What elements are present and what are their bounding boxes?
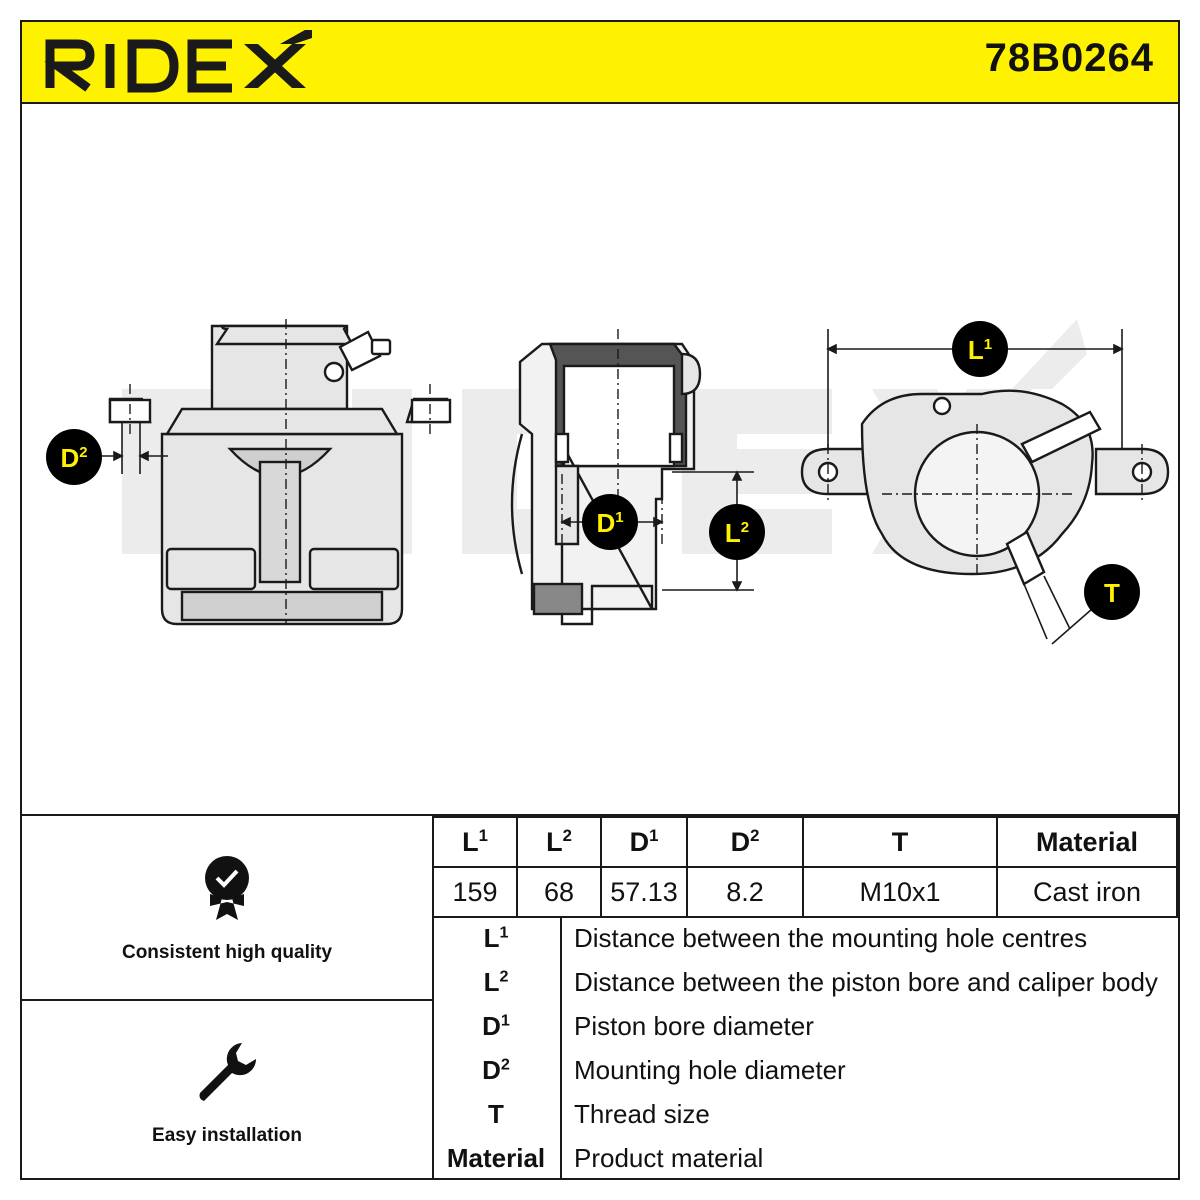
caliper-section-view <box>510 342 702 626</box>
caliper-rear-view <box>108 324 452 626</box>
spec-value-l1: 159 <box>432 866 518 918</box>
spec-value-material: Cast iron <box>996 866 1178 918</box>
legend-row: Material Product material <box>432 1136 1178 1180</box>
callout-d2: D2 <box>46 429 102 485</box>
legend-key: Material <box>432 1136 562 1180</box>
spec-value-d1: 57.13 <box>600 866 688 918</box>
callout-d1: D1 <box>582 494 638 550</box>
callout-t: T <box>1084 564 1140 620</box>
spec-header: D1 <box>600 816 688 868</box>
spec-value-l2: 68 <box>516 866 602 918</box>
legend-key: D2 <box>432 1048 562 1092</box>
info-section: Consistent high quality Easy installatio… <box>22 814 1178 1180</box>
svg-text:T: T <box>1104 578 1120 608</box>
legend-row: L2 Distance between the piston bore and … <box>432 960 1178 1004</box>
wrench-icon <box>199 1043 257 1101</box>
svg-text:L1: L1 <box>968 335 992 365</box>
spec-header: L2 <box>516 816 602 868</box>
callout-l2: L2 <box>709 504 765 560</box>
legend-row: D1 Piston bore diameter <box>432 1004 1178 1048</box>
legend-key: L2 <box>432 960 562 1004</box>
spec-value-t: M10x1 <box>802 866 998 918</box>
callout-l1: L1 <box>952 321 1008 377</box>
svg-text:D2: D2 <box>60 443 87 473</box>
technical-drawing: D2 <box>22 104 1178 814</box>
header-bar: 78B0264 <box>22 22 1178 104</box>
ridex-logo <box>44 30 312 93</box>
legend-row: T Thread size <box>432 1092 1178 1136</box>
spec-header: D2 <box>686 816 804 868</box>
legend-desc: Mounting hole diameter <box>574 1054 846 1085</box>
svg-text:L2: L2 <box>725 518 749 548</box>
feature-installation: Easy installation <box>22 1001 432 1180</box>
svg-text:D1: D1 <box>596 508 623 538</box>
legend-key: L1 <box>432 916 562 960</box>
feature-quality: Consistent high quality <box>22 816 432 999</box>
spec-header: Material <box>996 816 1178 868</box>
legend-desc: Distance between the piston bore and cal… <box>574 966 1158 997</box>
legend-key: T <box>432 1092 562 1136</box>
divider <box>22 999 432 1001</box>
legend-desc: Thread size <box>574 1098 710 1129</box>
spec-value-d2: 8.2 <box>686 866 804 918</box>
spec-table: L1 L2 D1 D2 T Material 159 68 57.13 8.2 … <box>432 816 1178 918</box>
legend-key: D1 <box>432 1004 562 1048</box>
caliper-front-view <box>800 389 1170 586</box>
legend-table: L1 Distance between the mounting hole ce… <box>432 916 1178 1180</box>
spec-header: T <box>802 816 998 868</box>
spec-header: L1 <box>432 816 518 868</box>
feature-label: Consistent high quality <box>121 942 333 963</box>
legend-row: D2 Mounting hole diameter <box>432 1048 1178 1092</box>
legend-row: L1 Distance between the mounting hole ce… <box>432 916 1178 960</box>
product-sheet: 78B0264 <box>20 20 1180 1180</box>
legend-desc: Piston bore diameter <box>574 1010 814 1041</box>
legend-desc: Product material <box>574 1142 764 1173</box>
spec-value-row: 159 68 57.13 8.2 M10x1 Cast iron <box>432 866 1178 918</box>
spec-header-row: L1 L2 D1 D2 T Material <box>432 816 1178 868</box>
feature-label: Easy installation <box>152 1125 302 1146</box>
legend-desc: Distance between the mounting hole centr… <box>574 922 1088 953</box>
part-number: 78B0264 <box>984 36 1154 80</box>
caliper-drawing: D2 <box>46 319 1170 645</box>
quality-badge-icon <box>205 856 249 920</box>
